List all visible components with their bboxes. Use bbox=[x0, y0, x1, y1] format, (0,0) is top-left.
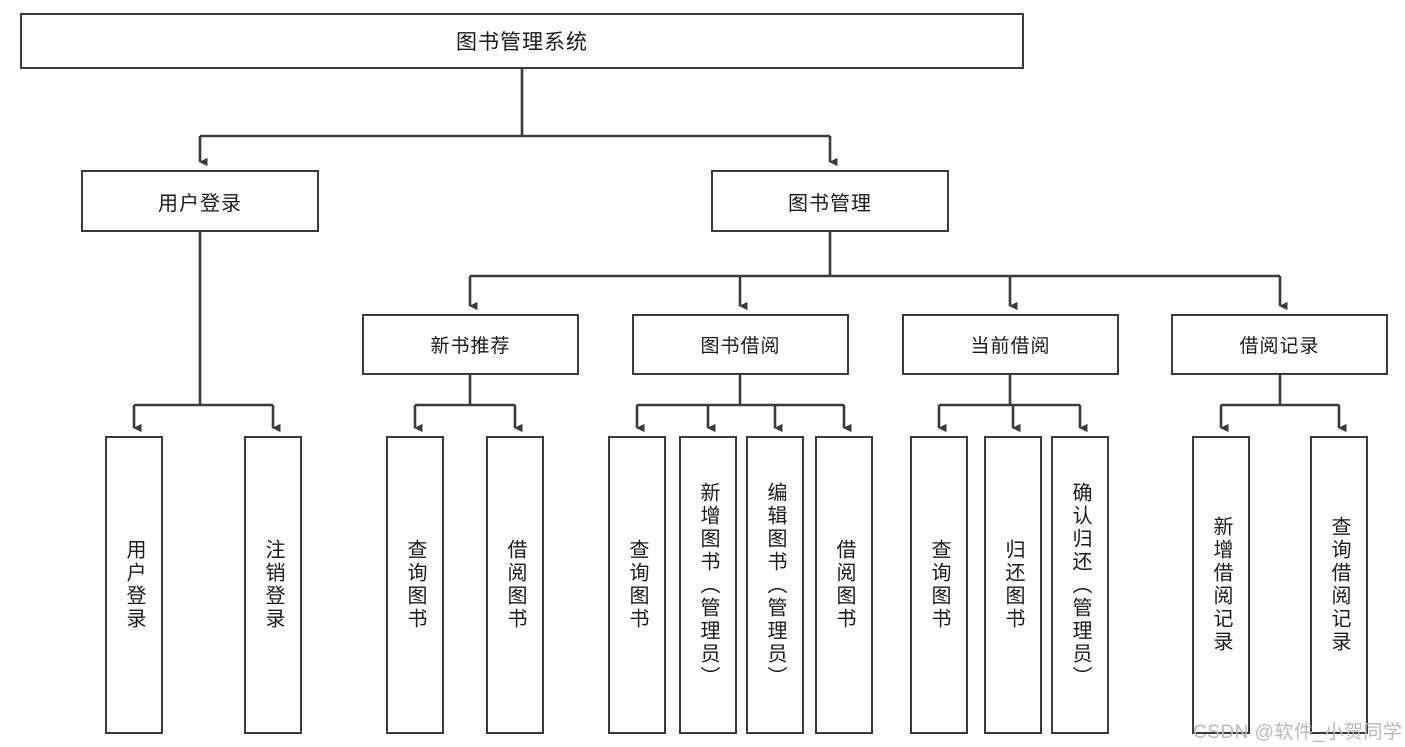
leaf-confirm-return-admin-label: 确认归还（管理员） bbox=[1069, 481, 1091, 689]
leaf-edit-book-admin-label: 编辑图书（管理员） bbox=[764, 481, 786, 689]
leaf-confirm-return-admin[interactable]: 确认归还（管理员） bbox=[1051, 436, 1109, 734]
node-book-borrow-label: 图书借阅 bbox=[700, 336, 781, 357]
leaf-add-borrow-record-label: 新增借阅记录 bbox=[1210, 516, 1232, 654]
leaf-add-borrow-record[interactable]: 新增借阅记录 bbox=[1192, 436, 1250, 734]
leaf-borrow-books-recommend[interactable]: 借阅图书 bbox=[486, 436, 544, 734]
node-user-login[interactable]: 用户登录 bbox=[81, 170, 319, 232]
node-root[interactable]: 图书管理系统 bbox=[20, 13, 1024, 69]
leaf-query-books-borrow-label: 查询图书 bbox=[626, 539, 648, 631]
leaf-query-books-recommend-label: 查询图书 bbox=[404, 539, 426, 631]
leaf-add-book-admin-label: 新增图书（管理员） bbox=[697, 481, 719, 689]
node-new-book-recommend[interactable]: 新书推荐 bbox=[362, 314, 579, 375]
leaf-query-books-current-label: 查询图书 bbox=[928, 539, 950, 631]
leaf-borrow-books[interactable]: 借阅图书 bbox=[815, 436, 873, 734]
node-book-management-label: 图书管理 bbox=[788, 192, 872, 215]
leaf-return-books-label: 归还图书 bbox=[1002, 539, 1024, 631]
leaf-query-books-recommend[interactable]: 查询图书 bbox=[386, 436, 444, 734]
node-new-book-recommend-label: 新书推荐 bbox=[430, 336, 511, 357]
node-book-management[interactable]: 图书管理 bbox=[711, 170, 949, 232]
leaf-query-books-current[interactable]: 查询图书 bbox=[910, 436, 968, 734]
leaf-user-login[interactable]: 用户登录 bbox=[105, 436, 163, 734]
leaf-edit-book-admin[interactable]: 编辑图书（管理员） bbox=[746, 436, 804, 734]
leaf-logout[interactable]: 注销登录 bbox=[244, 436, 302, 734]
leaf-query-books-borrow[interactable]: 查询图书 bbox=[608, 436, 666, 734]
leaf-borrow-books-label: 借阅图书 bbox=[833, 539, 855, 631]
watermark: CSDN @软件_小贺同学 bbox=[1193, 722, 1403, 743]
leaf-logout-label: 注销登录 bbox=[262, 539, 284, 631]
leaf-return-books[interactable]: 归还图书 bbox=[984, 436, 1042, 734]
leaf-query-borrow-record[interactable]: 查询借阅记录 bbox=[1310, 436, 1368, 734]
node-user-login-label: 用户登录 bbox=[158, 192, 242, 215]
node-borrow-record[interactable]: 借阅记录 bbox=[1171, 314, 1388, 375]
node-current-borrow-label: 当前借阅 bbox=[970, 336, 1051, 357]
node-borrow-record-label: 借阅记录 bbox=[1239, 336, 1320, 357]
node-current-borrow[interactable]: 当前借阅 bbox=[902, 314, 1119, 375]
leaf-add-book-admin[interactable]: 新增图书（管理员） bbox=[679, 436, 737, 734]
leaf-query-borrow-record-label: 查询借阅记录 bbox=[1328, 516, 1350, 654]
node-book-borrow[interactable]: 图书借阅 bbox=[632, 314, 849, 375]
node-root-label: 图书管理系统 bbox=[456, 31, 588, 54]
leaf-user-login-label: 用户登录 bbox=[123, 539, 145, 631]
leaf-borrow-books-recommend-label: 借阅图书 bbox=[504, 539, 526, 631]
